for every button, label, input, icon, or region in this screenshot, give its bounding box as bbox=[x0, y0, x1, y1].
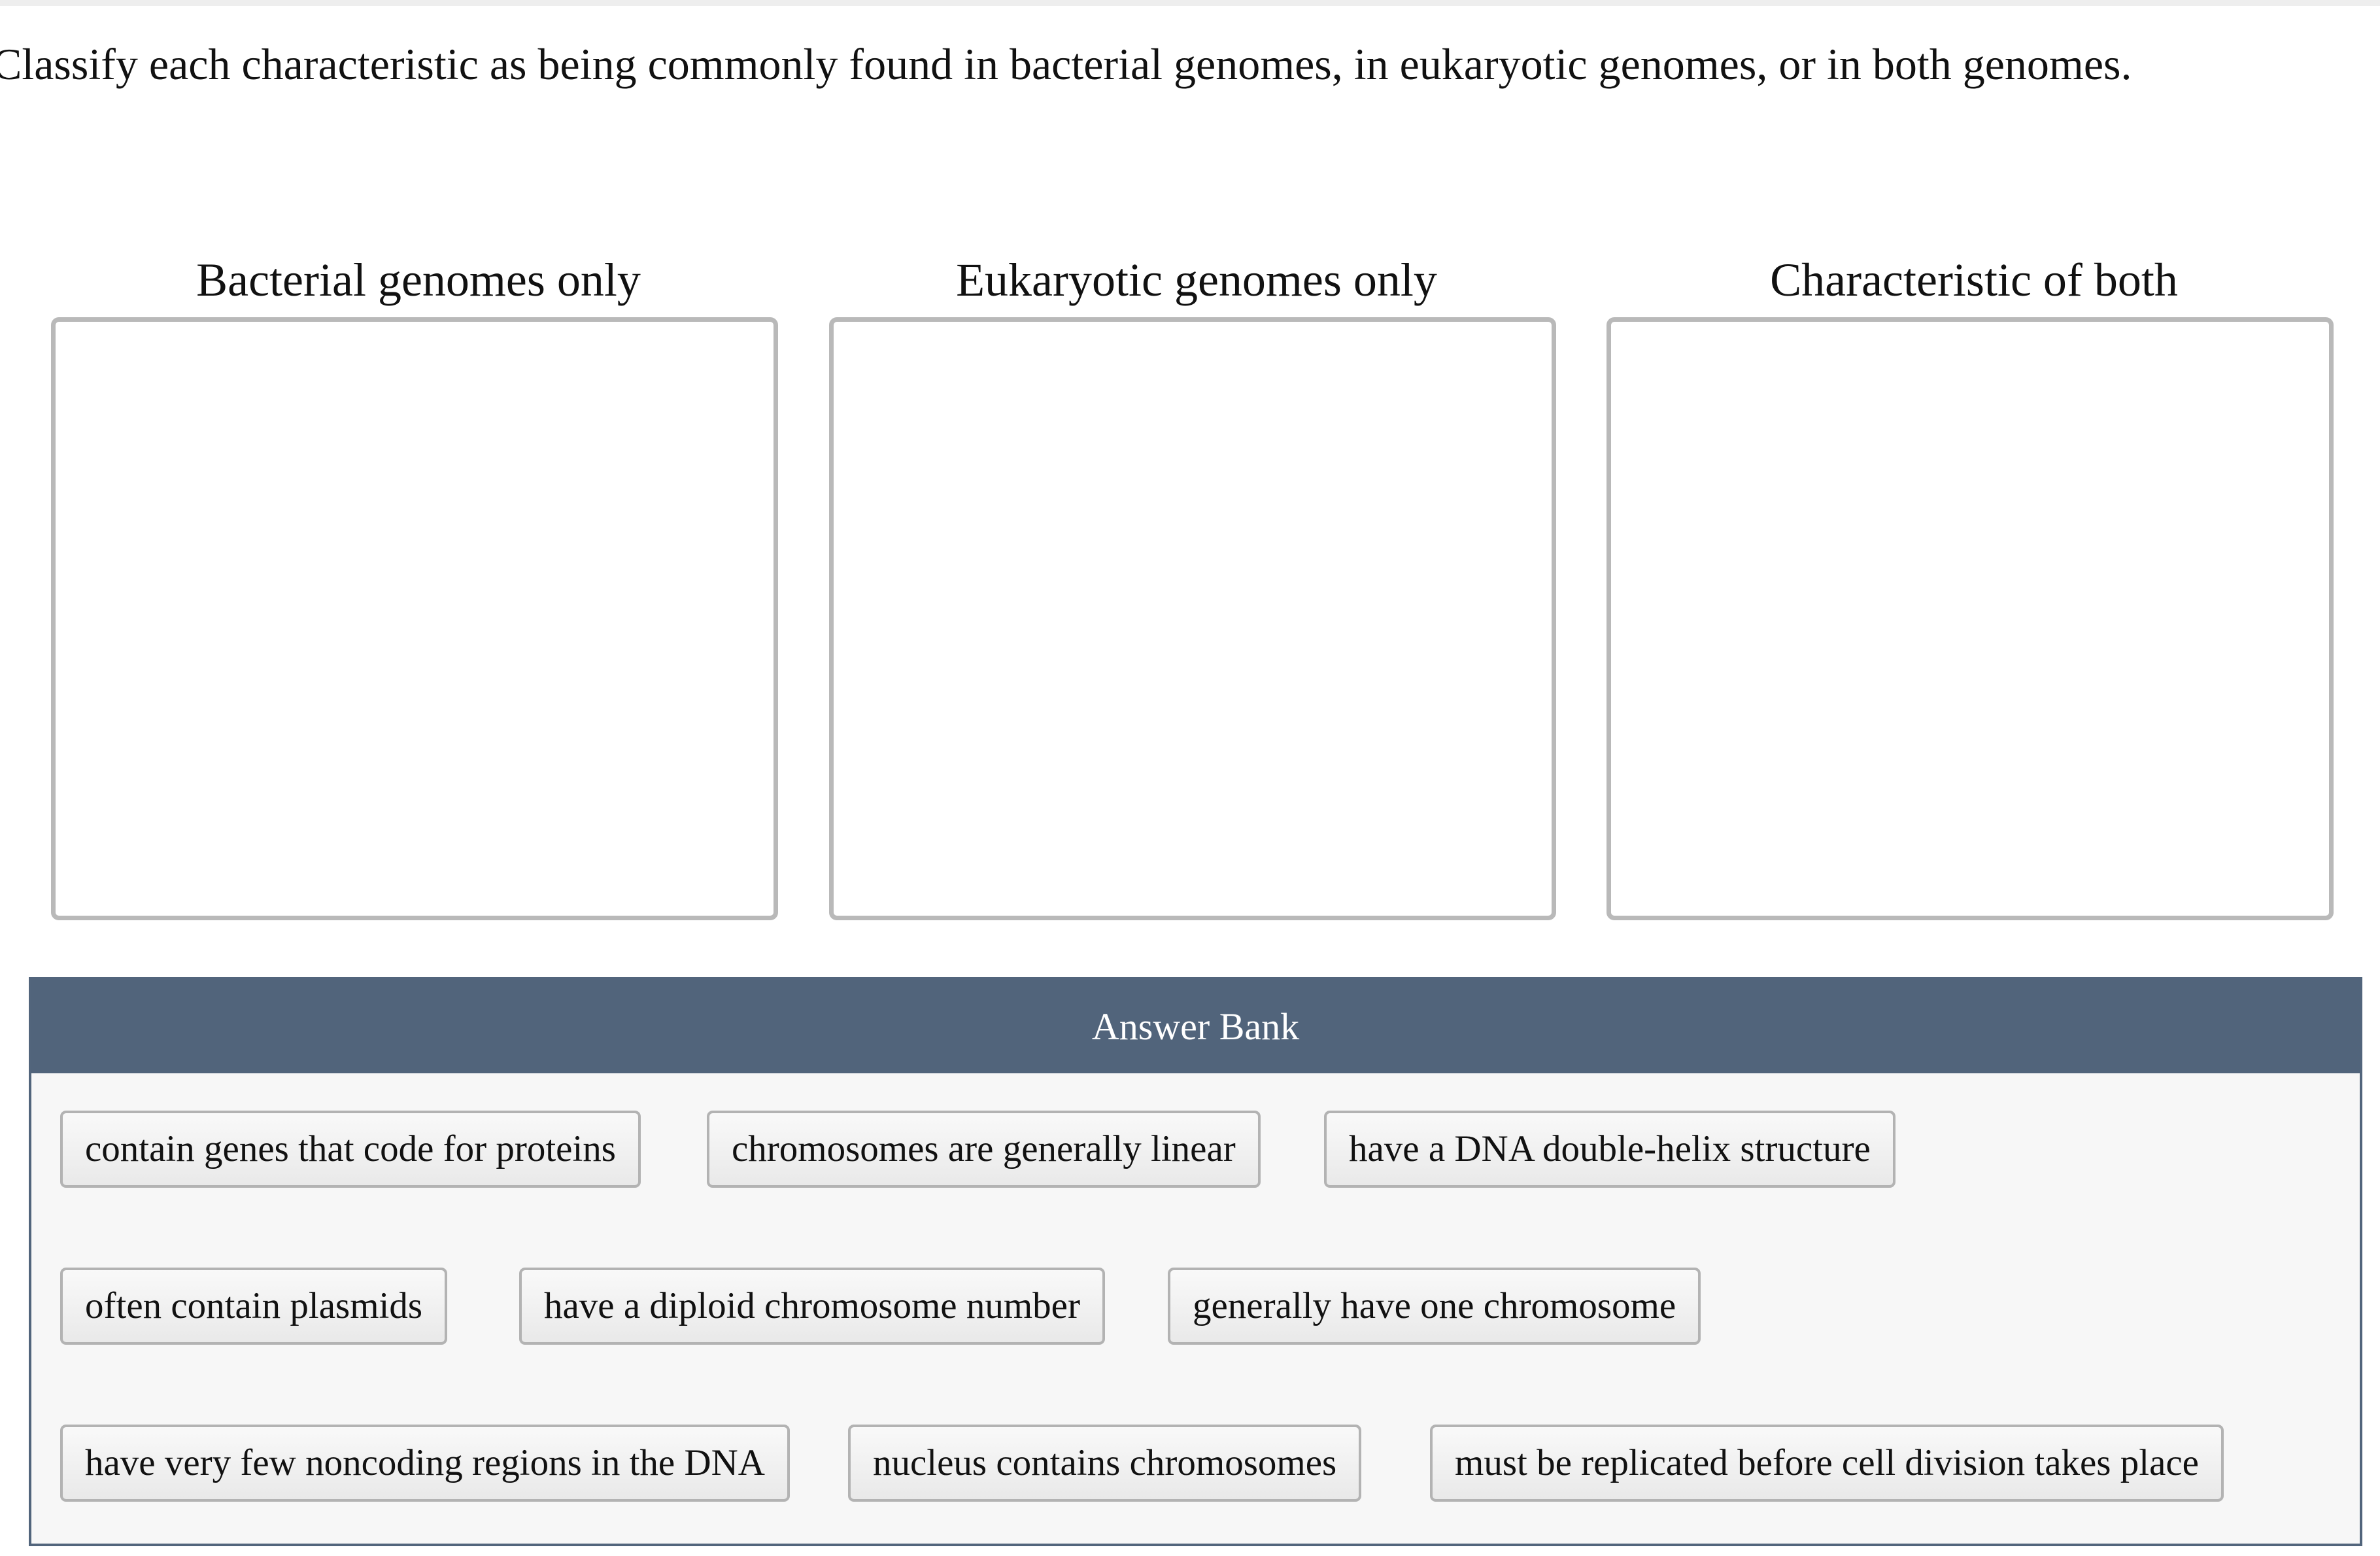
answer-chip[interactable]: have a DNA double-helix structure bbox=[1324, 1111, 1896, 1188]
answer-chip[interactable]: contain genes that code for proteins bbox=[60, 1111, 641, 1188]
answer-bank-title: Answer Bank bbox=[31, 980, 2360, 1073]
bin-title-eukaryotic: Eukaryotic genomes only bbox=[956, 254, 1437, 306]
answer-chip[interactable]: nucleus contains chromosomes bbox=[848, 1425, 1362, 1502]
answer-chip[interactable]: have a diploid chromosome number bbox=[519, 1268, 1105, 1345]
drop-zone-eukaryotic[interactable] bbox=[829, 317, 1556, 920]
answer-chip[interactable]: chromosomes are generally linear bbox=[707, 1111, 1261, 1188]
answer-bank[interactable]: Answer Bank contain genes that code for … bbox=[29, 977, 2362, 1546]
bin-title-both: Characteristic of both bbox=[1770, 254, 2178, 306]
answer-chip[interactable]: have very few noncoding regions in the D… bbox=[60, 1425, 790, 1502]
top-divider bbox=[0, 0, 2380, 6]
answer-chip[interactable]: generally have one chromosome bbox=[1168, 1268, 1701, 1345]
answer-chip[interactable]: must be replicated before cell division … bbox=[1430, 1425, 2224, 1502]
question-prompt: Classify each characteristic as being co… bbox=[0, 39, 2132, 89]
drop-zone-both[interactable] bbox=[1606, 317, 2334, 920]
bin-title-bacterial: Bacterial genomes only bbox=[196, 254, 641, 306]
answer-chip[interactable]: often contain plasmids bbox=[60, 1268, 448, 1345]
drop-zone-bacterial[interactable] bbox=[51, 317, 778, 920]
